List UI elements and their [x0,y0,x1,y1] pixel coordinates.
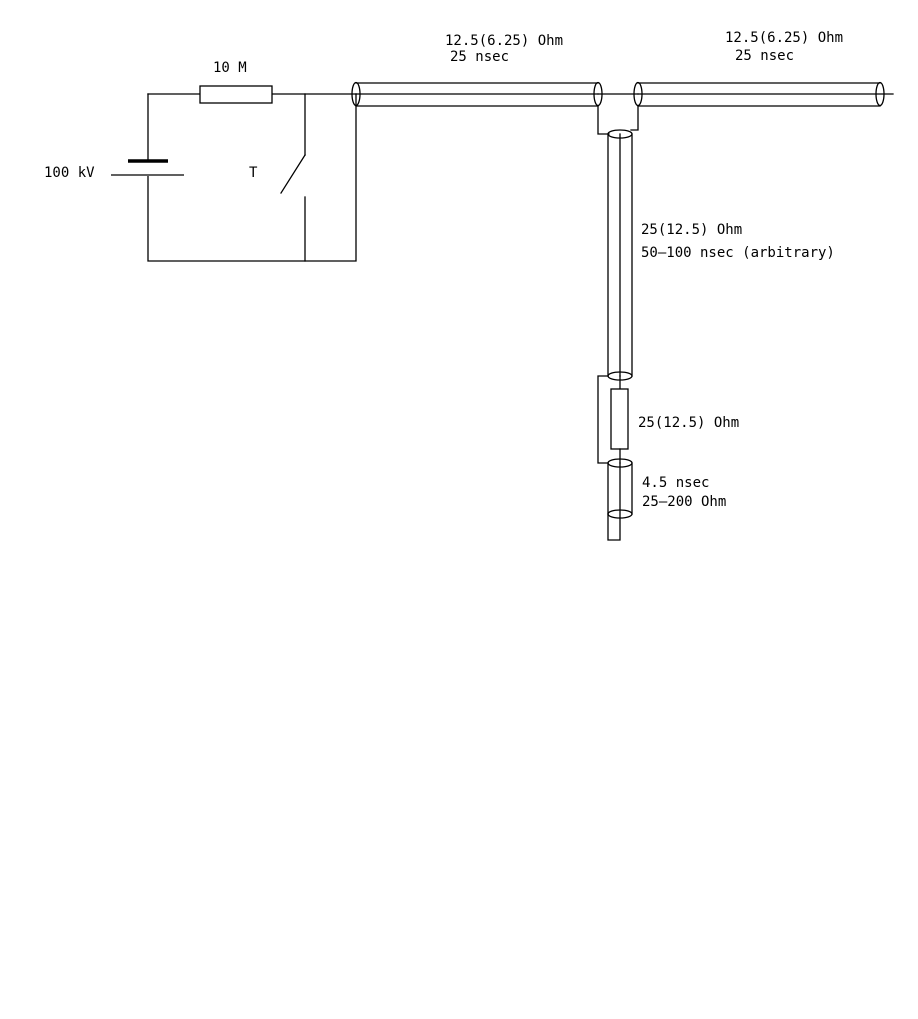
load-resistor-section [597,375,629,464]
line1-delay-label: 25 nsec [450,49,509,65]
transmission-line-3 [607,129,633,381]
left-rail-wire [147,93,357,262]
load-resistor-label: 25(12.5) Ohm [638,415,739,431]
bypass-wire [597,375,609,464]
battery-symbol [111,159,184,176]
line4-delay-label: 4.5 nsec [642,475,709,491]
line1-impedance-label: 12.5(6.25) Ohm [445,33,563,49]
transmission-line-1 [351,81,603,107]
junction-drop-right [630,105,639,131]
line2-impedance-label: 12.5(6.25) Ohm [725,30,843,46]
charging-resistor [199,85,273,104]
charging-resistor-label: 10 M [213,60,247,76]
transmission-line-4 [607,458,633,541]
line3-impedance-label: 25(12.5) Ohm [641,222,742,238]
junction-drop-left [597,105,610,135]
line4-impedance-label: 25—200 Ohm [642,494,726,510]
load-resistor [610,388,629,450]
transmission-line-2 [633,81,894,107]
source-voltage-label: 100 kV [44,165,95,181]
charging-circuit [111,85,357,262]
line2-delay-label: 25 nsec [735,48,794,64]
spark-gap-switch [280,93,306,262]
line3-delay-label: 50—100 nsec (arbitrary) [641,245,835,261]
switch-label: T [249,165,258,181]
